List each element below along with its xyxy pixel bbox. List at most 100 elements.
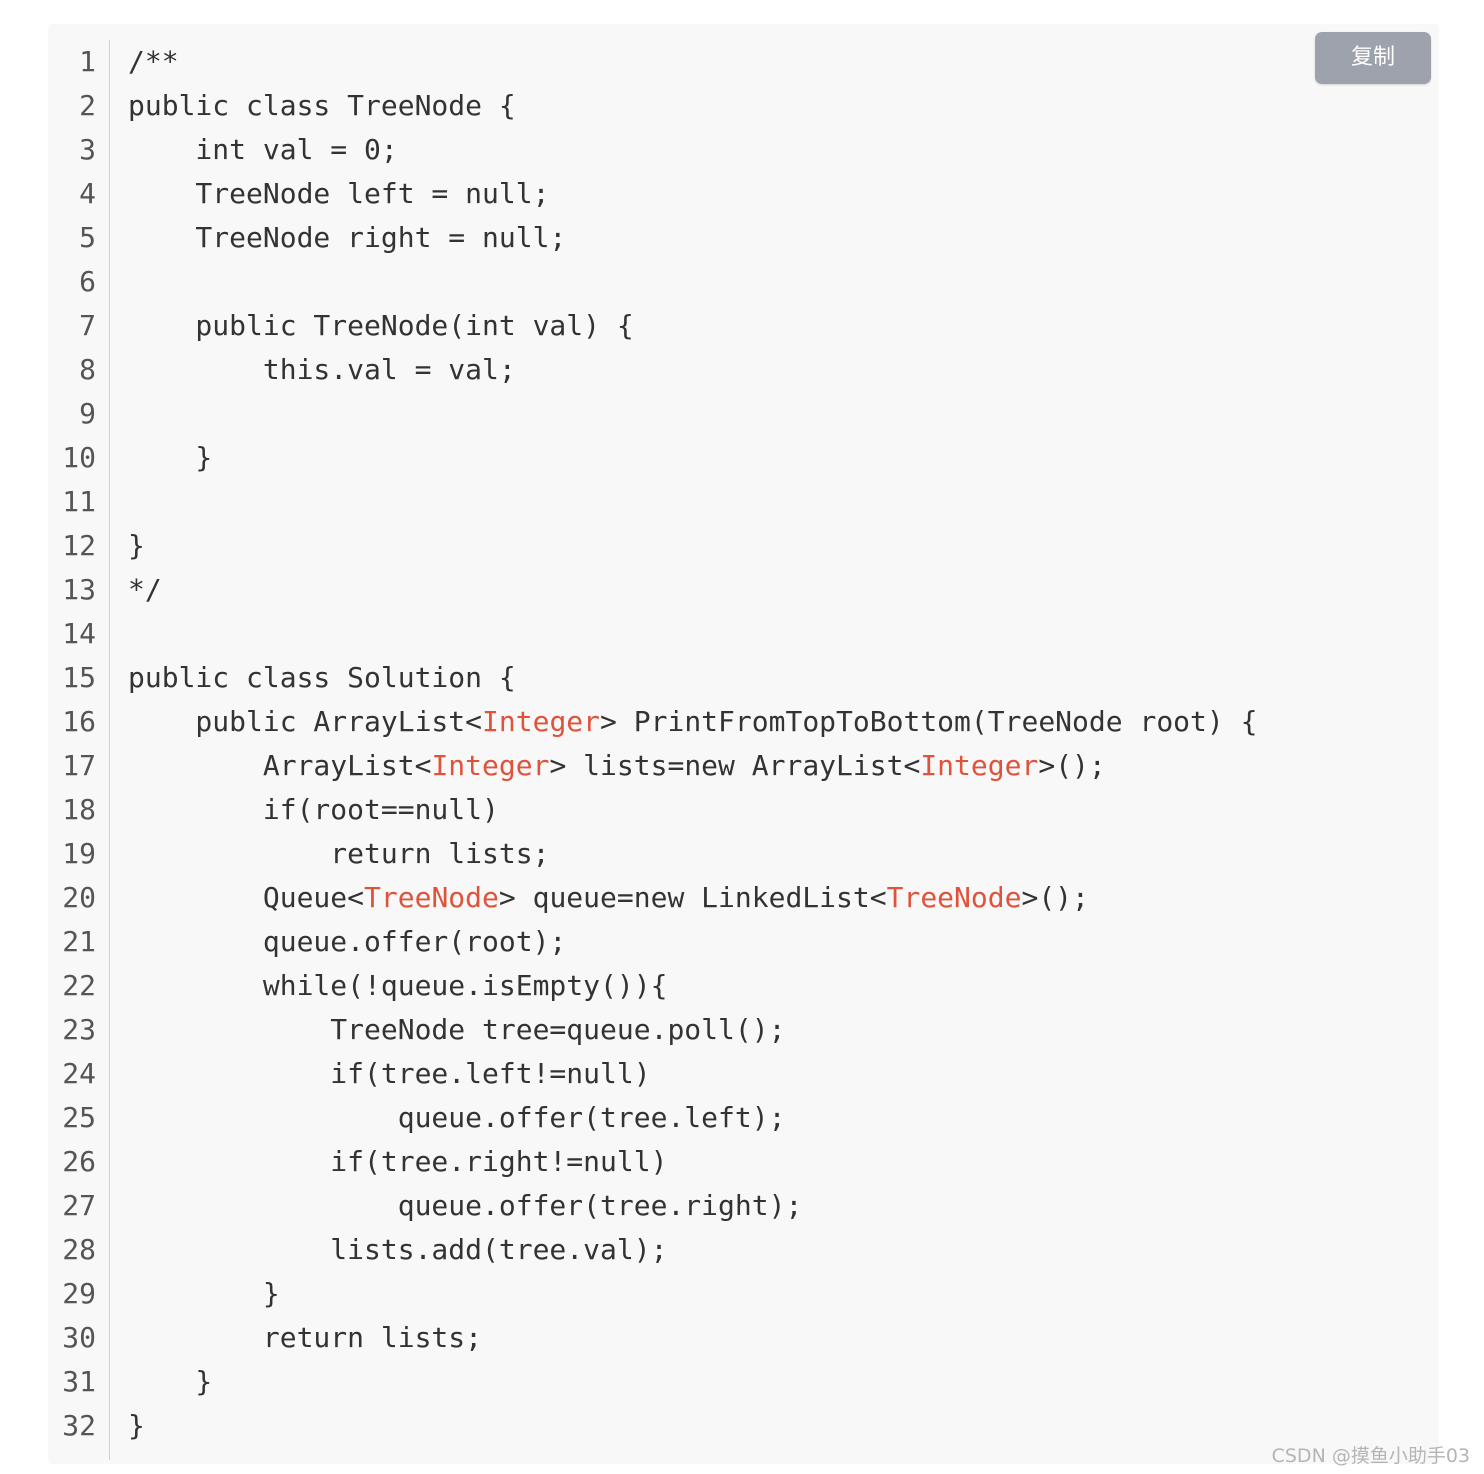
code-line: } — [128, 1404, 1419, 1448]
line-number: 18 — [62, 793, 96, 826]
line-number: 17 — [62, 749, 96, 782]
line-number: 32 — [62, 1409, 96, 1442]
line-number: 13 — [62, 573, 96, 606]
code-token: } — [128, 1409, 145, 1442]
code-line: public class TreeNode { — [128, 84, 1419, 128]
type-parameter-token: TreeNode — [886, 881, 1022, 914]
type-parameter-token: Integer — [482, 705, 601, 738]
line-number: 1 — [79, 45, 96, 78]
code-token: queue.offer(root); — [128, 925, 567, 958]
line-number: 26 — [62, 1145, 96, 1178]
code-token: ArrayList< — [128, 749, 432, 782]
line-number: 23 — [62, 1013, 96, 1046]
code-line: public ArrayList<Integer> PrintFromTopTo… — [128, 700, 1419, 744]
line-number: 21 — [62, 925, 96, 958]
code-token: queue.offer(tree.right); — [128, 1189, 803, 1222]
code-token: return lists; — [128, 1321, 483, 1354]
line-number: 8 — [79, 353, 96, 386]
line-number: 30 — [62, 1321, 96, 1354]
line-number: 7 — [79, 309, 96, 342]
code-token: */ — [128, 573, 162, 606]
code-line: queue.offer(tree.right); — [128, 1184, 1419, 1228]
code-token: } — [128, 529, 145, 562]
code-line: ArrayList<Integer> lists=new ArrayList<I… — [128, 744, 1419, 788]
line-number: 22 — [62, 969, 96, 1002]
type-parameter-token: Integer — [920, 749, 1039, 782]
code-token: TreeNode tree=queue.poll(); — [128, 1013, 786, 1046]
code-token: if(root==null) — [128, 793, 499, 826]
code-token: public class TreeNode { — [128, 89, 516, 122]
code-line — [128, 612, 1419, 656]
line-number: 12 — [62, 529, 96, 562]
code-token: } — [128, 441, 213, 474]
code-line: if(root==null) — [128, 788, 1419, 832]
code-line: this.val = val; — [128, 348, 1419, 392]
code-line: public class Solution { — [128, 656, 1419, 700]
code-line: public TreeNode(int val) { — [128, 304, 1419, 348]
copy-button[interactable]: 复制 — [1315, 32, 1431, 84]
code-token: return lists; — [128, 837, 550, 870]
line-number: 9 — [79, 397, 96, 430]
code-token: } — [128, 1277, 280, 1310]
code-line: queue.offer(root); — [128, 920, 1419, 964]
code-line: if(tree.right!=null) — [128, 1140, 1419, 1184]
code-line — [128, 480, 1419, 524]
code-line: } — [128, 1360, 1419, 1404]
code-token: TreeNode right = null; — [128, 221, 567, 254]
code-line: */ — [128, 568, 1419, 612]
line-number: 20 — [62, 881, 96, 914]
line-number: 24 — [62, 1057, 96, 1090]
code-line: queue.offer(tree.left); — [128, 1096, 1419, 1140]
code-line: } — [128, 1272, 1419, 1316]
code-token: >(); — [1038, 749, 1106, 782]
code-token: if(tree.right!=null) — [128, 1145, 668, 1178]
line-number: 5 — [79, 221, 96, 254]
code-token: while(!queue.isEmpty()){ — [128, 969, 668, 1002]
line-number: 14 — [62, 617, 96, 650]
code-token: queue.offer(tree.left); — [128, 1101, 786, 1134]
line-number: 29 — [62, 1277, 96, 1310]
code-token: >(); — [1021, 881, 1089, 914]
code-line — [128, 392, 1419, 436]
line-number: 10 — [62, 441, 96, 474]
gutter-divider — [109, 40, 110, 1460]
code-token: public TreeNode(int val) { — [128, 309, 634, 342]
code-line: Queue<TreeNode> queue=new LinkedList<Tre… — [128, 876, 1419, 920]
code-line: TreeNode right = null; — [128, 216, 1419, 260]
code-token: if(tree.left!=null) — [128, 1057, 651, 1090]
line-number: 15 — [62, 661, 96, 694]
code-token: } — [128, 1365, 213, 1398]
code-line — [128, 260, 1419, 304]
line-number: 25 — [62, 1101, 96, 1134]
code-line: return lists; — [128, 1316, 1419, 1360]
line-number: 3 — [79, 133, 96, 166]
code-line: while(!queue.isEmpty()){ — [128, 964, 1419, 1008]
code-line: } — [128, 524, 1419, 568]
code-line: TreeNode tree=queue.poll(); — [128, 1008, 1419, 1052]
code-token: this.val = val; — [128, 353, 516, 386]
code-line: return lists; — [128, 832, 1419, 876]
code-line: lists.add(tree.val); — [128, 1228, 1419, 1272]
type-parameter-token: TreeNode — [364, 881, 499, 914]
line-number: 4 — [79, 177, 96, 210]
code-line: /** — [128, 40, 1419, 84]
line-number: 6 — [79, 265, 96, 298]
line-number: 31 — [62, 1365, 96, 1398]
code-line: int val = 0; — [128, 128, 1419, 172]
code-token: > lists=new ArrayList< — [549, 749, 921, 782]
code-token: TreeNode left = null; — [128, 177, 550, 210]
code-token: int val = 0; — [128, 133, 398, 166]
code-area[interactable]: /**public class TreeNode { int val = 0; … — [128, 40, 1419, 1448]
code-token: public ArrayList< — [128, 705, 483, 738]
line-number: 28 — [62, 1233, 96, 1266]
line-number: 19 — [62, 837, 96, 870]
line-number: 16 — [62, 705, 96, 738]
line-number: 2 — [79, 89, 96, 122]
line-number: 27 — [62, 1189, 96, 1222]
code-token: public class Solution { — [128, 661, 516, 694]
code-token: lists.add(tree.val); — [128, 1233, 668, 1266]
code-token: > PrintFromTopToBottom(TreeNode root) { — [600, 705, 1258, 738]
code-line: if(tree.left!=null) — [128, 1052, 1419, 1096]
